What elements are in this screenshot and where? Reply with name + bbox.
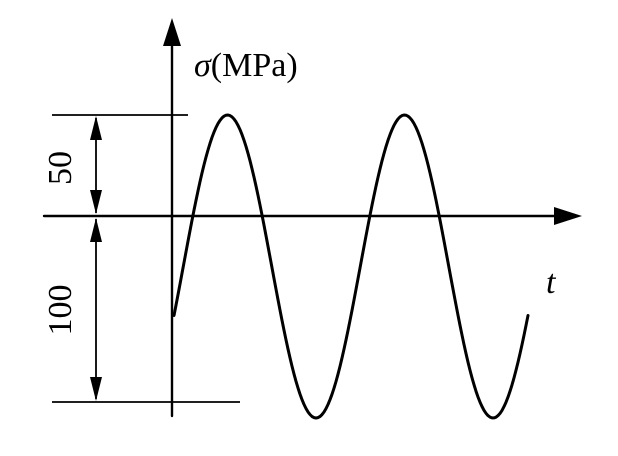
sigma-symbol: σ [194,47,212,84]
sigma-axis-arrowhead [163,18,181,46]
stress-unit: (MPa) [211,47,298,84]
time-axis-arrowhead [554,207,582,225]
upper-dimension-arrow-bottom [90,190,102,214]
stress-curve [172,113,530,420]
lower-dimension-value: 100 [42,285,79,336]
lower-dimension-arrow-bottom [90,377,102,401]
sigma-axis-label: σ(MPa) [194,47,298,84]
lower-dimension-arrow-top [90,218,102,242]
upper-dimension-arrow-top [90,116,102,140]
upper-dimension-value: 50 [42,151,79,185]
time-axis-label: t [546,264,557,301]
